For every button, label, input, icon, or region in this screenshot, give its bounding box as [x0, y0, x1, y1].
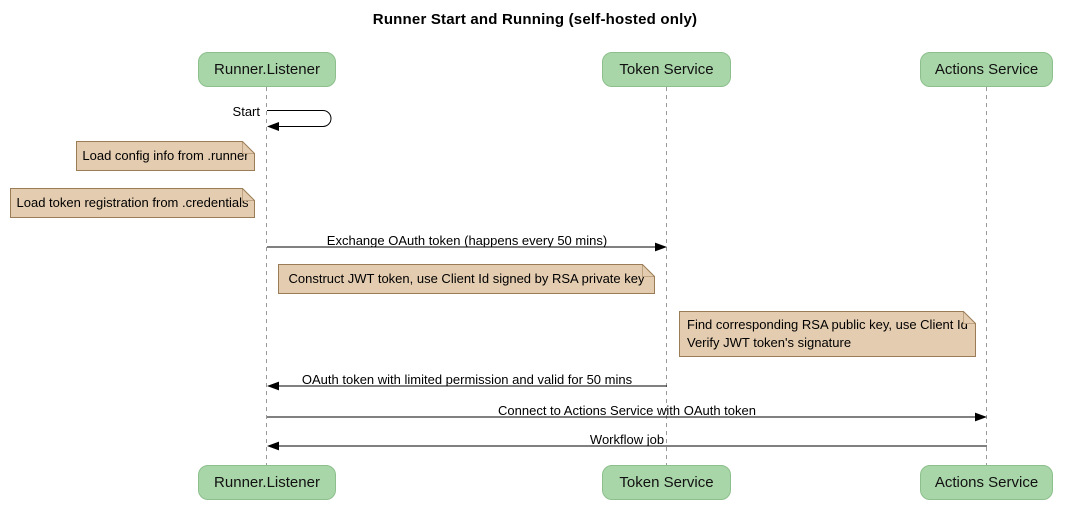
message-label-workflow-job: Workflow job	[589, 432, 665, 447]
note-fold-icon	[242, 141, 255, 154]
note-fold-icon	[242, 188, 255, 201]
message-label-exchange-oauth: Exchange OAuth token (happens every 50 m…	[326, 233, 608, 248]
note-load-token-registration: Load token registration from .credential…	[10, 188, 255, 218]
participant-label: Actions Service	[934, 474, 1039, 491]
participant-runner-listener-bottom: Runner.Listener	[198, 465, 336, 500]
note-text: Construct JWT token, use Client Id signe…	[288, 271, 645, 286]
message-self-start-arrow	[267, 110, 332, 131]
note-text: Load token registration from .credential…	[16, 195, 249, 210]
note-fold-icon	[642, 264, 655, 277]
diagram-title: Runner Start and Running (self-hosted on…	[372, 11, 698, 28]
participant-label: Token Service	[619, 474, 714, 491]
message-label-connect-actions: Connect to Actions Service with OAuth to…	[498, 403, 756, 418]
message-label-start: Start	[232, 104, 260, 119]
note-load-config: Load config info from .runner	[76, 141, 255, 171]
participant-actions-service-top: Actions Service	[920, 52, 1053, 87]
note-verify-jwt: Find corresponding RSA public key, use C…	[679, 311, 976, 357]
participant-token-service-bottom: Token Service	[602, 465, 731, 500]
participant-label: Runner.Listener	[214, 61, 320, 78]
participant-runner-listener-top: Runner.Listener	[198, 52, 336, 87]
message-exchange-oauth-arrow	[267, 242, 667, 252]
note-text: Find corresponding RSA public key, use C…	[687, 317, 968, 350]
participant-label: Actions Service	[934, 61, 1039, 78]
note-text: Load config info from .runner	[82, 148, 249, 163]
message-label-oauth-return: OAuth token with limited permission and …	[301, 372, 633, 387]
note-construct-jwt: Construct JWT token, use Client Id signe…	[278, 264, 655, 294]
message-workflow-job-arrow	[267, 441, 987, 451]
participant-token-service-top: Token Service	[602, 52, 731, 87]
message-connect-actions-arrow	[267, 412, 987, 422]
participant-label: Runner.Listener	[214, 474, 320, 491]
participant-label: Token Service	[619, 61, 714, 78]
participant-actions-service-bottom: Actions Service	[920, 465, 1053, 500]
message-oauth-return-arrow	[267, 381, 667, 391]
note-fold-icon	[963, 311, 976, 324]
